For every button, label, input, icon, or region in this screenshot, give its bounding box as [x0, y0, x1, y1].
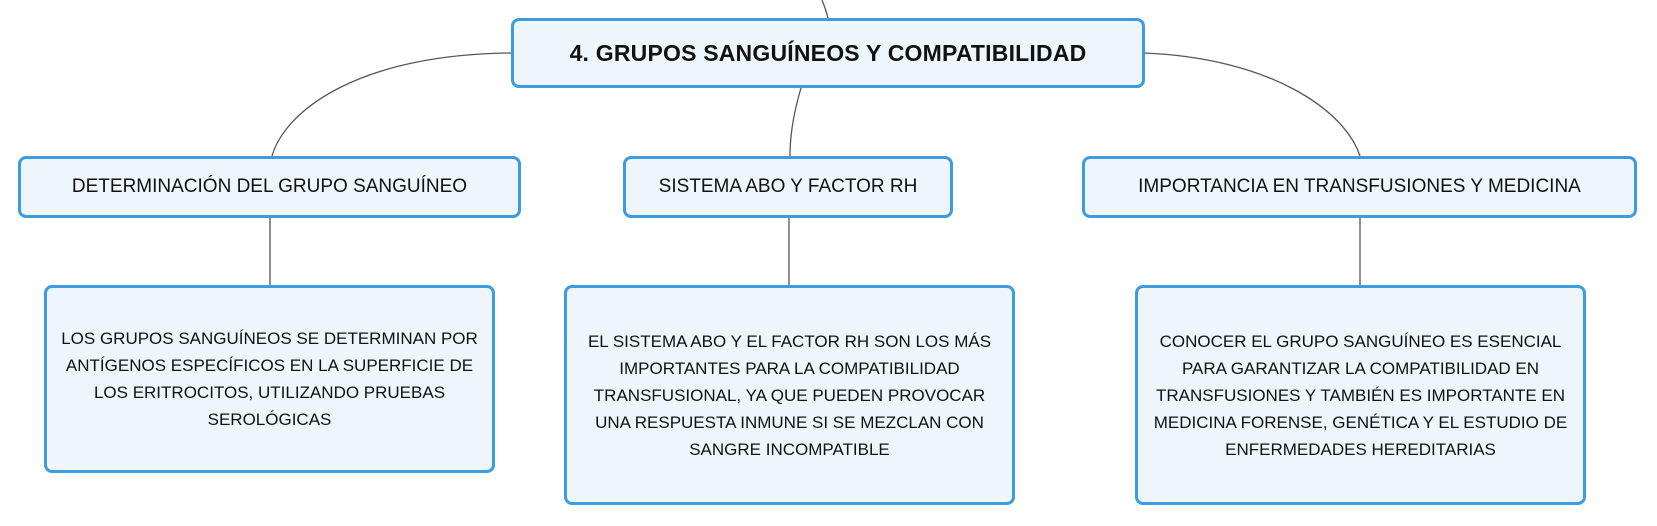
root-topic[interactable]: 4. GRUPOS SANGUÍNEOS Y COMPATIBILIDAD [511, 18, 1145, 88]
topic-label: DETERMINACIÓN DEL GRUPO SANGUÍNEO [71, 176, 468, 197]
detail-text: EL SISTEMA ABO Y EL FACTOR RH SON LOS MÁ… [587, 331, 992, 459]
root-topic-label: 4. GRUPOS SANGUÍNEOS Y COMPATIBILIDAD [569, 39, 1087, 66]
connector-parent-to-root [821, 0, 829, 19]
connector-root-to-category-3 [1143, 52, 1361, 157]
topic-label: IMPORTANCIA EN TRANSFUSIONES Y MEDICINA [1138, 176, 1581, 197]
topic-sistema-abo-rh[interactable]: SISTEMA ABO Y FACTOR RH [623, 156, 953, 218]
detail-importancia-transfusiones[interactable]: CONOCER EL GRUPO SANGUÍNEO ES ESENCIAL P… [1135, 285, 1586, 505]
topic-importancia-transfusiones[interactable]: IMPORTANCIA EN TRANSFUSIONES Y MEDICINA [1082, 156, 1637, 218]
detail-sistema-abo-rh[interactable]: EL SISTEMA ABO Y EL FACTOR RH SON LOS MÁ… [564, 285, 1015, 505]
connector-root-to-category-2 [789, 87, 802, 157]
topic-label: SISTEMA ABO Y FACTOR RH [658, 176, 918, 197]
topic-determinacion-grupo[interactable]: DETERMINACIÓN DEL GRUPO SANGUÍNEO [18, 156, 521, 218]
detail-text: LOS GRUPOS SANGUÍNEOS SE DETERMINAN POR … [61, 329, 478, 429]
connector-root-to-category-1 [271, 52, 513, 157]
detail-determinacion-grupo[interactable]: LOS GRUPOS SANGUÍNEOS SE DETERMINAN POR … [44, 285, 495, 473]
detail-text: CONOCER EL GRUPO SANGUÍNEO ES ESENCIAL P… [1153, 331, 1568, 459]
